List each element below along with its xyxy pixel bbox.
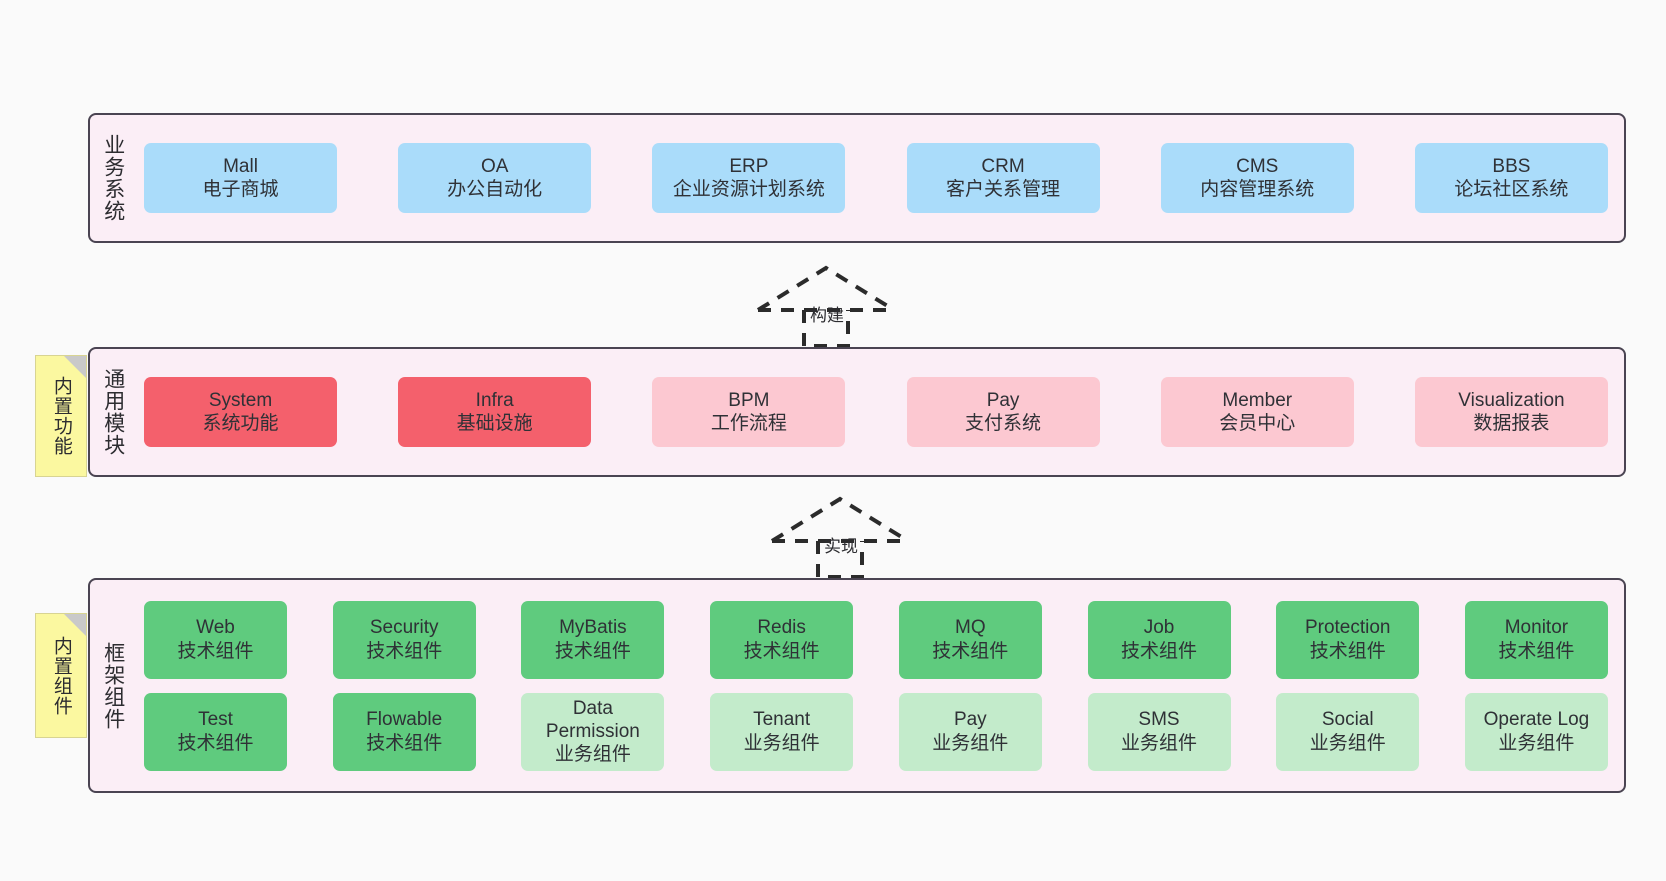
- layer-business-systems: 业务系统 Mall 电子商城 OA 办公自动化 ERP 企业资源计划系统 CRM…: [88, 113, 1626, 243]
- row-common-modules: System 系统功能 Infra 基础设施 BPM 工作流程 Pay 支付系统…: [144, 377, 1608, 447]
- note-builtin-components-label: 内置组件: [50, 635, 72, 716]
- node-member[interactable]: Member 会员中心: [1160, 377, 1354, 447]
- node-web[interactable]: Web 技术组件: [144, 600, 287, 679]
- node-bbs[interactable]: BBS 论坛社区系统: [1414, 143, 1608, 213]
- row-business-components: Test 技术组件 Flowable 技术组件 Data Permission …: [144, 692, 1608, 771]
- node-mybatis[interactable]: MyBatis 技术组件: [521, 600, 665, 679]
- node-crm[interactable]: CRM 客户关系管理: [906, 143, 1100, 213]
- layer-common-modules: 通用模块 System 系统功能 Infra 基础设施 BPM 工作流程 Pay…: [88, 347, 1626, 477]
- layer-body-business-systems: Mall 电子商城 OA 办公自动化 ERP 企业资源计划系统 CRM 客户关系…: [136, 115, 1624, 241]
- node-job[interactable]: Job 技术组件: [1087, 600, 1231, 679]
- note-builtin-components: 内置组件: [35, 613, 87, 738]
- node-protection[interactable]: Protection 技术组件: [1276, 600, 1420, 679]
- node-data-permission[interactable]: Data Permission 业务组件: [521, 692, 665, 771]
- node-test[interactable]: Test 技术组件: [144, 692, 287, 771]
- node-tenant[interactable]: Tenant 业务组件: [710, 692, 854, 771]
- connector-implement: 实现: [762, 489, 922, 579]
- node-cms[interactable]: CMS 内容管理系统: [1160, 143, 1354, 213]
- connector-implement-glyph: [770, 496, 910, 579]
- note-fold-icon: [64, 614, 86, 636]
- layer-body-framework-components: Web 技术组件 Security 技术组件 MyBatis 技术组件 Redi…: [136, 580, 1624, 791]
- node-infra[interactable]: Infra 基础设施: [398, 377, 592, 447]
- connector-build: 构建: [748, 258, 908, 348]
- layer-title-business-systems: 业务系统: [101, 134, 125, 222]
- node-erp[interactable]: ERP 企业资源计划系统: [652, 143, 846, 213]
- layer-title-framework-components: 框架组件: [101, 641, 125, 730]
- node-monitor[interactable]: Monitor 技术组件: [1464, 600, 1608, 679]
- node-oa[interactable]: OA 办公自动化: [398, 143, 592, 213]
- node-pay-component[interactable]: Pay 业务组件: [898, 692, 1042, 771]
- note-fold-icon: [64, 356, 86, 378]
- node-sms[interactable]: SMS 业务组件: [1087, 692, 1231, 771]
- layer-body-common-modules: System 系统功能 Infra 基础设施 BPM 工作流程 Pay 支付系统…: [136, 349, 1624, 475]
- node-mq[interactable]: MQ 技术组件: [898, 600, 1042, 679]
- layer-title-common-modules: 通用模块: [101, 368, 125, 456]
- node-redis[interactable]: Redis 技术组件: [710, 600, 854, 679]
- connector-build-label: 构建: [810, 306, 844, 325]
- note-builtin-features-label: 内置功能: [50, 376, 72, 456]
- node-visualization[interactable]: Visualization 数据报表: [1414, 377, 1608, 447]
- connector-build-glyph: [756, 265, 896, 348]
- row-business-systems: Mall 电子商城 OA 办公自动化 ERP 企业资源计划系统 CRM 客户关系…: [144, 143, 1608, 213]
- node-pay-module[interactable]: Pay 支付系统: [906, 377, 1100, 447]
- node-mall[interactable]: Mall 电子商城: [144, 143, 337, 213]
- note-builtin-features: 内置功能: [35, 355, 87, 477]
- node-social[interactable]: Social 业务组件: [1276, 692, 1420, 771]
- layer-framework-components: 框架组件 Web 技术组件 Security 技术组件 MyBatis 技术组件…: [88, 578, 1626, 793]
- row-tech-components: Web 技术组件 Security 技术组件 MyBatis 技术组件 Redi…: [144, 600, 1608, 679]
- node-security[interactable]: Security 技术组件: [332, 600, 476, 679]
- connector-implement-label: 实现: [824, 537, 858, 556]
- node-flowable[interactable]: Flowable 技术组件: [332, 692, 476, 771]
- node-operate-log[interactable]: Operate Log 业务组件: [1464, 692, 1608, 771]
- node-bpm[interactable]: BPM 工作流程: [652, 377, 846, 447]
- node-system[interactable]: System 系统功能: [144, 377, 337, 447]
